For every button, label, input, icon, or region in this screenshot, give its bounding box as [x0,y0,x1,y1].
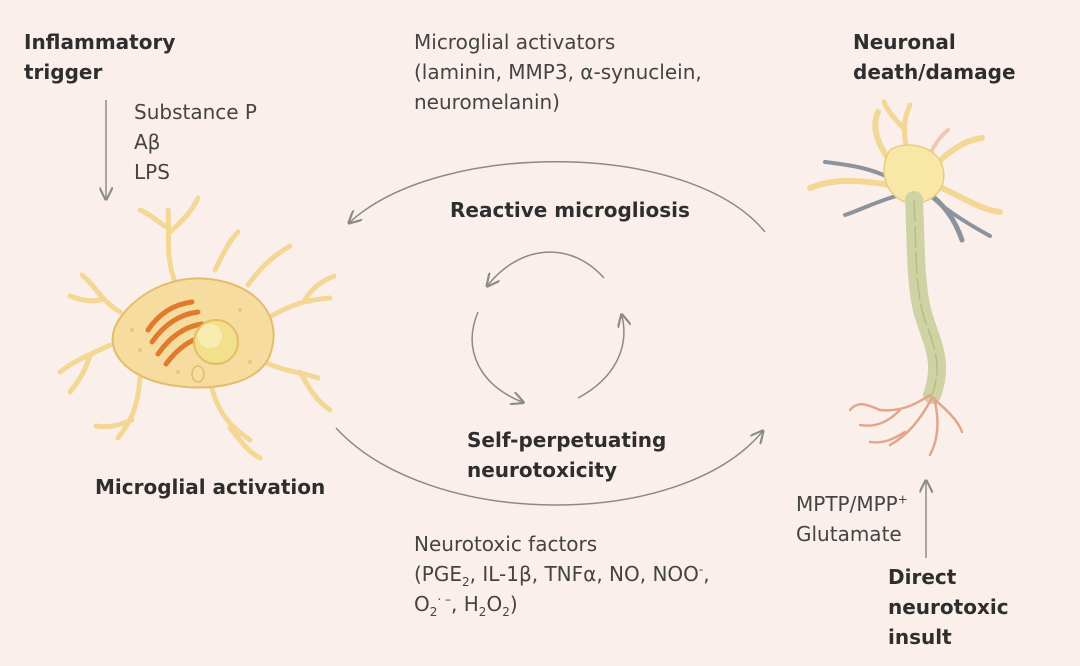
microglial-activation-label: Microglial activation [95,475,326,499]
neurotoxicity-arc [335,427,762,506]
trigger-lps: LPS [134,160,170,184]
cycle-arc-left [471,311,522,402]
toxins-label: MPTP/MPP+ Glutamate [796,492,908,546]
trigger-abeta: Aβ [134,130,161,154]
microgliosis-arc [350,160,766,233]
neuronal-damage-label: Neuronal death/damage [853,30,1016,84]
microglial-activators-label: Microglial activators (laminin, MMP3, α-… [414,30,702,114]
neuron-illustration [807,99,1003,457]
trigger-substance-p: Substance P [134,100,257,124]
direct-insult-label: Direct neurotoxic insult [888,565,1009,649]
cycle-arc-right [577,316,624,399]
cycle-arc-top [488,251,605,285]
reactive-microgliosis-label: Reactive microgliosis [450,198,690,222]
microglia-cell-illustration [57,195,337,461]
trigger-list: Substance P Aβ LPS [134,97,257,187]
neurotoxic-factors-label: Neurotoxic factors (PGE2, IL-1β, TNFα, N… [414,532,710,619]
self-perpetuating-label: Self-perpetuating neurotoxicity [467,428,667,482]
inflammatory-trigger-label: Inflammatory trigger [24,30,176,84]
